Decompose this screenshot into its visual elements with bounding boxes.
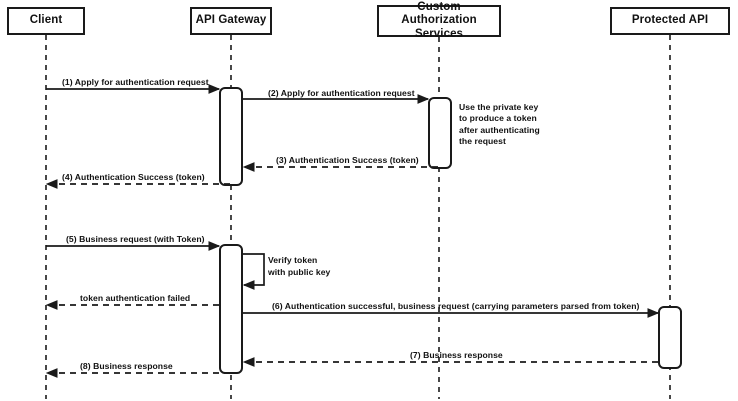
note-private-key: Use the private key to produce a token a… — [459, 102, 540, 147]
self-message-label-line2: with public key — [268, 266, 331, 277]
message-label-2: (2) Apply for authentication request — [268, 88, 415, 98]
activation-bar-auth-service — [428, 97, 452, 169]
participant-label-custom-authorization-services: Custom Authorization Services — [401, 1, 477, 40]
participant-label-client: Client — [29, 14, 63, 27]
participant-label-protected-api: Protected API — [631, 14, 709, 27]
message-label-6: (6) Authentication successful, business … — [272, 301, 640, 311]
participant-label-api-gateway: API Gateway — [195, 14, 267, 27]
participant-box-api-gateway[interactable]: API Gateway — [190, 7, 272, 35]
message-arrow-group — [45, 84, 660, 378]
message-label-7: (7) Business response — [410, 350, 503, 360]
self-message-arrow-verify-token[interactable] — [242, 253, 265, 290]
self-message-label-verify-token: Verify token with public key — [268, 255, 330, 278]
message-label-token-authentication-failed: token authentication failed — [80, 293, 191, 303]
participant-box-custom-authorization-services[interactable]: Custom Authorization Services — [377, 1, 501, 40]
self-message-label-line1: Verify token — [268, 255, 318, 265]
activation-bar-gateway-auth — [219, 87, 243, 186]
participant-box-client[interactable]: Client — [7, 7, 85, 35]
self-message-group — [242, 253, 265, 290]
message-label-4: (4) Authentication Success (token) — [62, 172, 205, 182]
participant-box-protected-api[interactable]: Protected API — [610, 7, 730, 35]
message-label-8: (8) Business response — [80, 361, 173, 371]
activation-bar-protected-api-call — [658, 306, 682, 369]
activation-bar-gateway-business — [219, 244, 243, 374]
activation-bar-group — [219, 87, 682, 374]
message-label-1: (1) Apply for authentication request — [62, 77, 209, 87]
message-label-3: (3) Authentication Success (token) — [276, 155, 419, 165]
message-label-5: (5) Business request (with Token) — [66, 234, 205, 244]
